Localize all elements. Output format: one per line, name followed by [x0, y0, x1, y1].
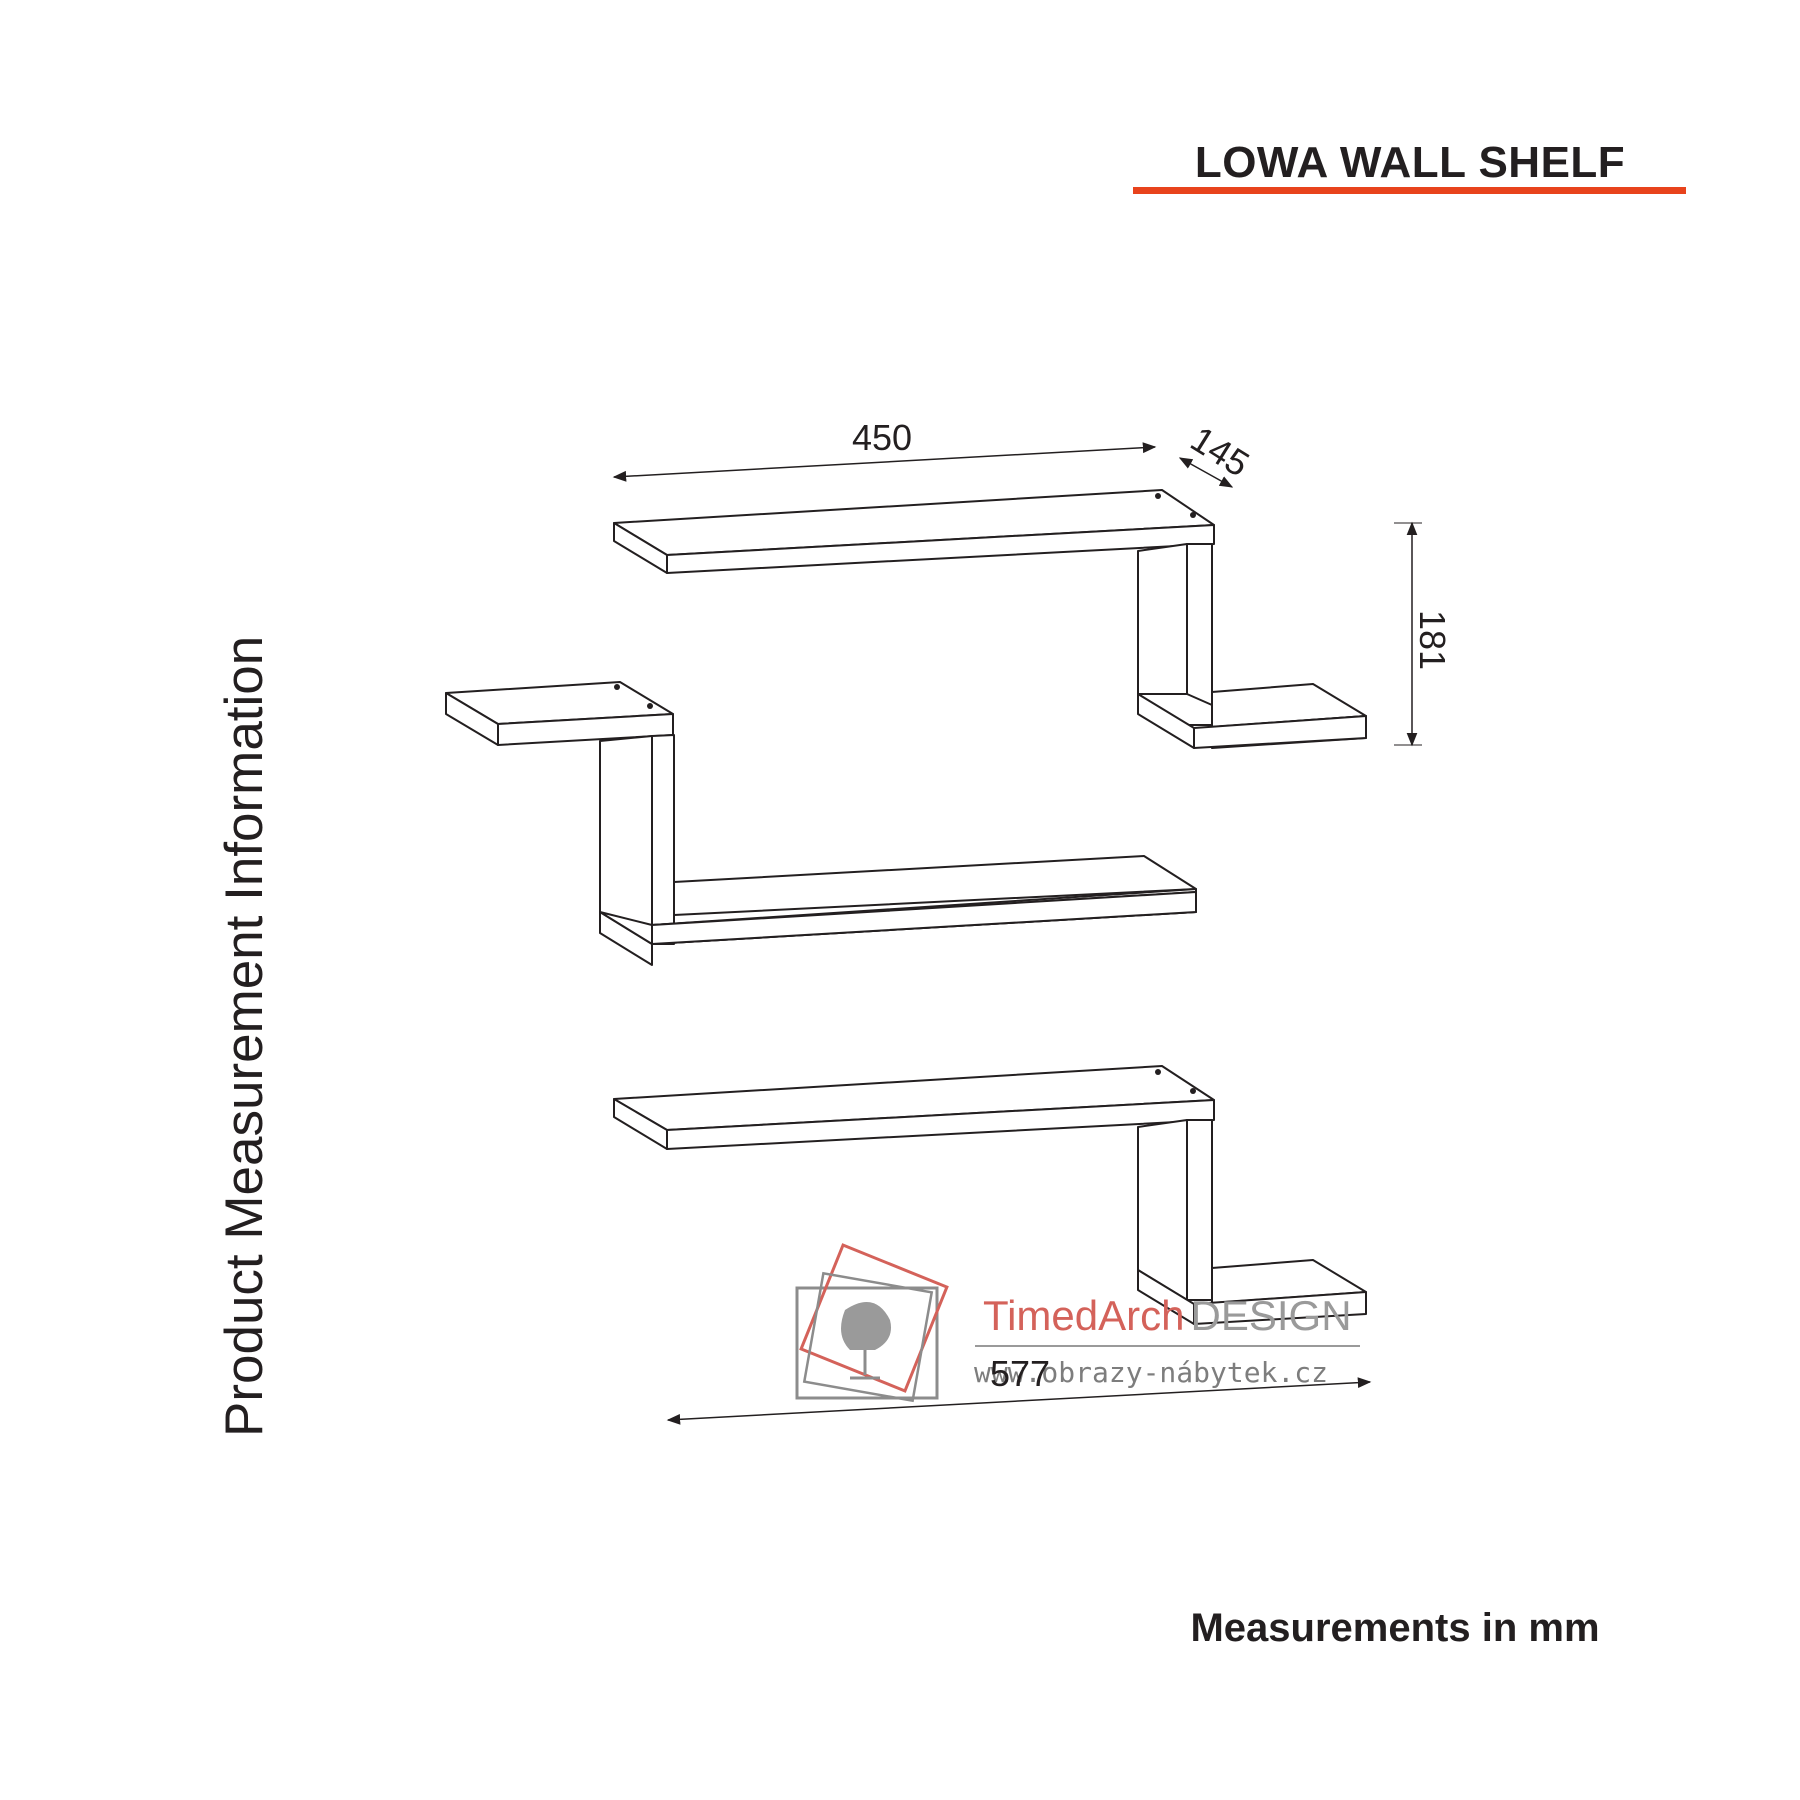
length-dimension-line	[612, 442, 1157, 482]
watermark-url: www.obrazy-nábytek.cz	[974, 1356, 1328, 1389]
watermark-logo	[795, 1243, 949, 1403]
top-shelf-unit	[613, 489, 1367, 749]
length-label: 450	[852, 417, 912, 458]
title-underline	[1133, 187, 1686, 194]
height-label: 181	[1412, 610, 1453, 670]
product-title: LOWA WALL SHELF	[1194, 138, 1626, 187]
depth-label: 145	[1184, 418, 1257, 485]
middle-shelf-unit	[445, 681, 1197, 966]
measurement-unit-note: Measurements in mm	[1190, 1606, 1600, 1650]
total-width-dimension-line	[666, 1377, 1372, 1425]
depth-dimension-line	[1178, 457, 1234, 488]
bottom-shelf-unit	[613, 1065, 1367, 1325]
total-width-label: 577	[990, 1353, 1050, 1394]
